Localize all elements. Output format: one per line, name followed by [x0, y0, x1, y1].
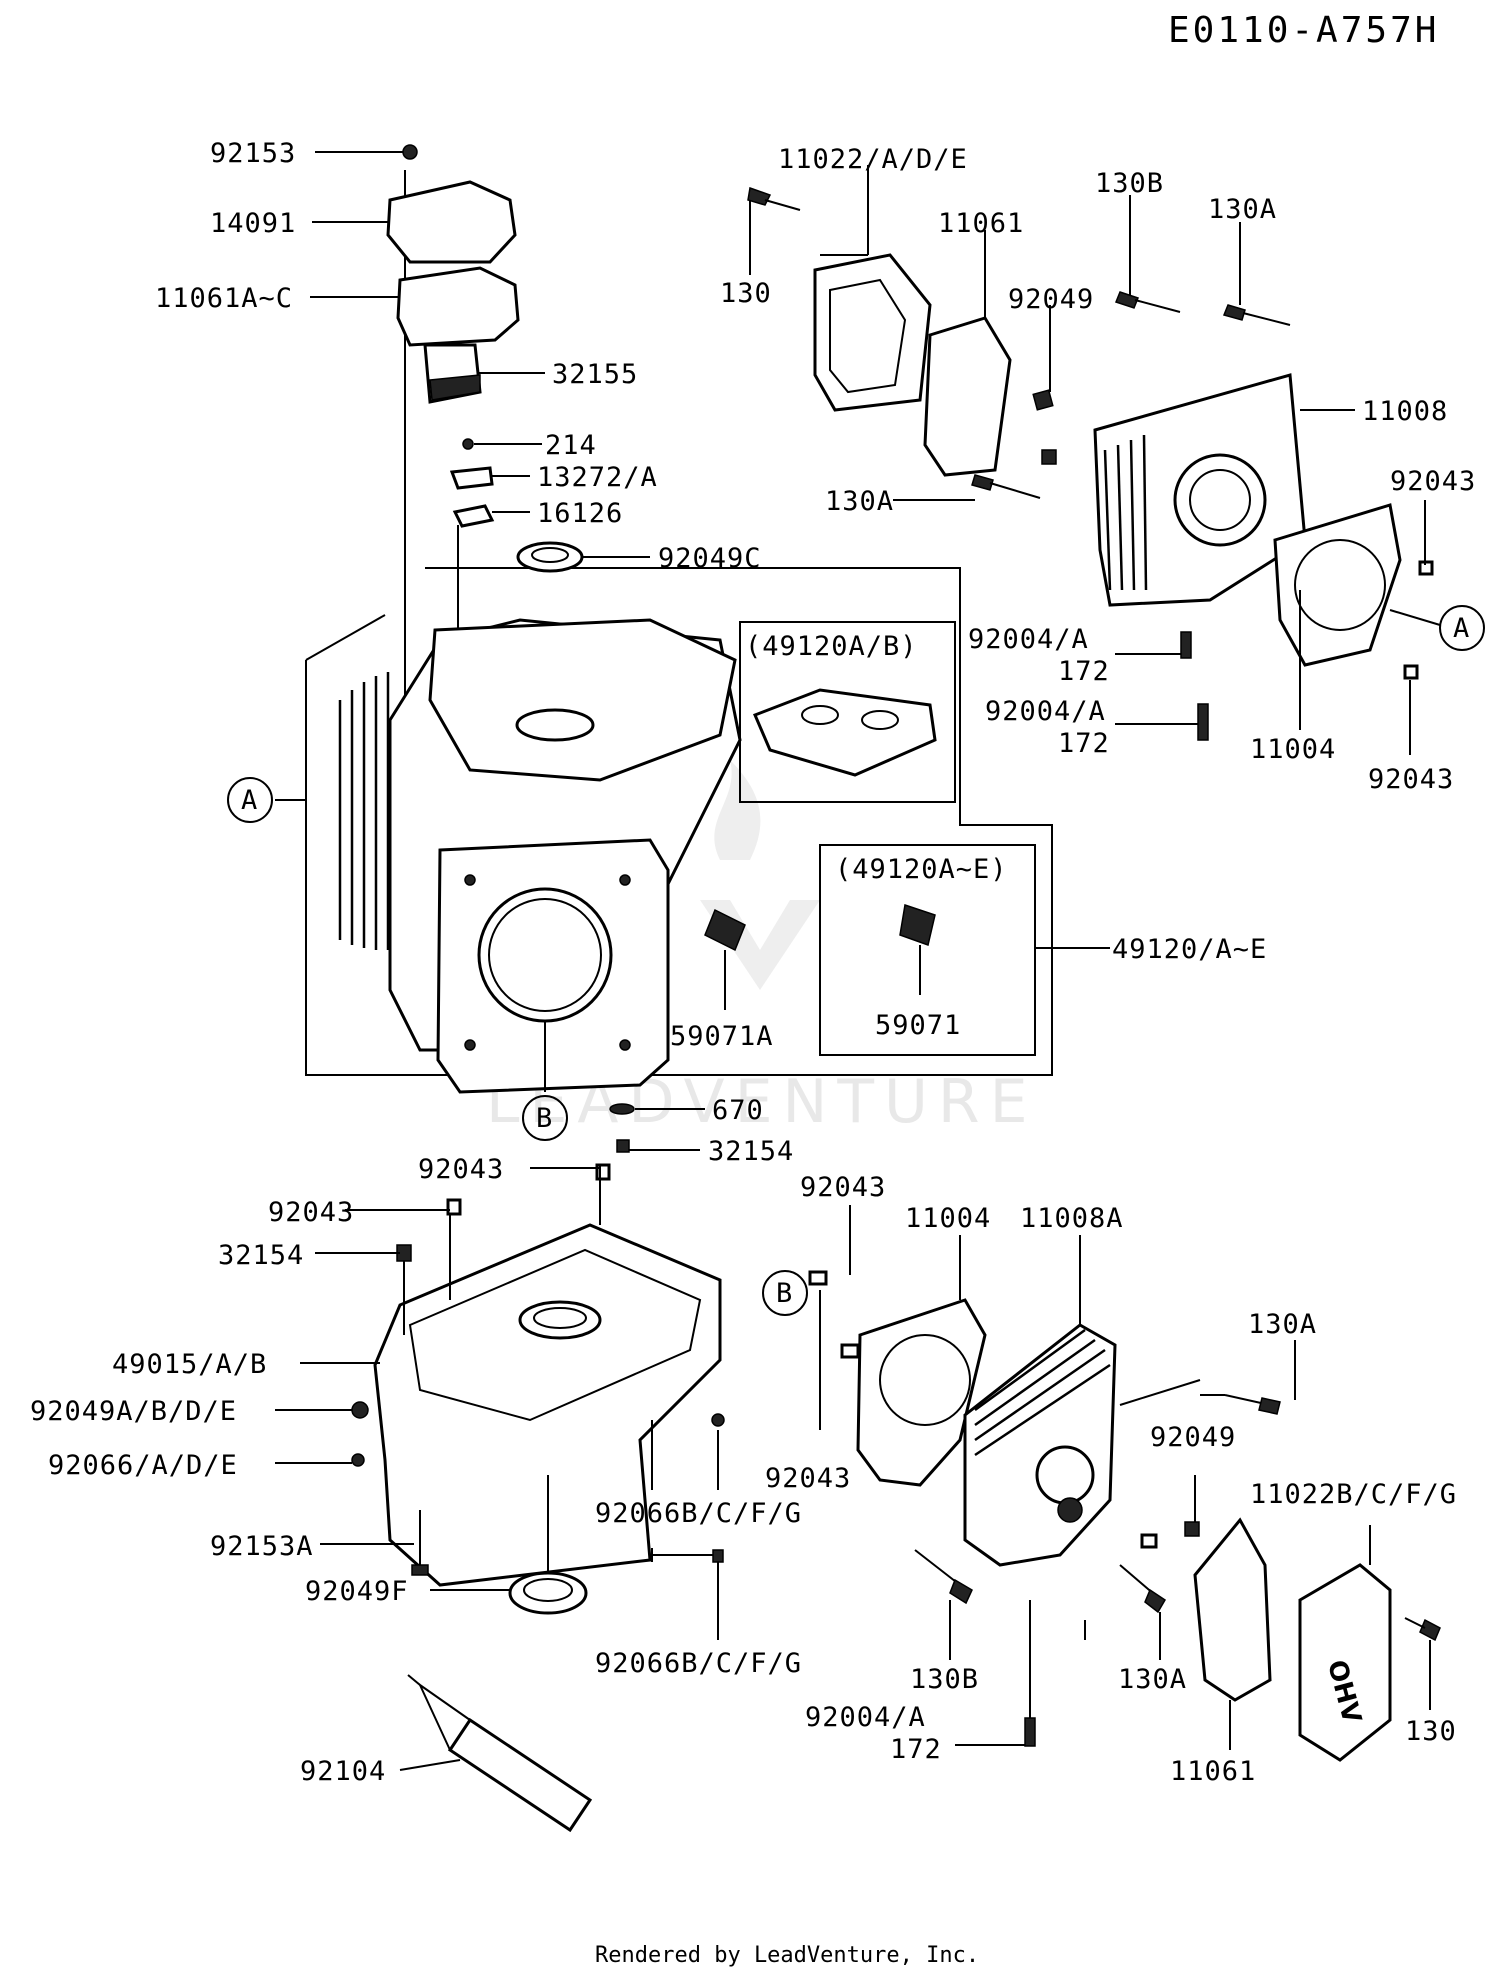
label-92043-d: 92043	[765, 1463, 851, 1494]
gasket-11061-lower	[1193, 1517, 1272, 1702]
leaders-upper-left	[275, 151, 1110, 1110]
label-11004-bottom: 11004	[905, 1203, 991, 1234]
label-130b-bottom: 130B	[910, 1664, 979, 1695]
label-92049c: 92049C	[658, 543, 762, 574]
gasket-11061a-c	[396, 266, 520, 347]
head-fins	[1103, 434, 1148, 591]
label-11061-top: 11061	[938, 208, 1024, 239]
label-130a-bottom-1: 130A	[1248, 1309, 1317, 1340]
label-59071a: 59071A	[670, 1021, 774, 1052]
box-49120a-b	[739, 621, 956, 803]
label-16126: 16126	[537, 498, 623, 529]
label-13272-a: 13272/A	[537, 462, 658, 493]
gasket-11061	[923, 316, 1012, 477]
rocker-cover-11022b	[1298, 1563, 1392, 1762]
label-92066b-c-f-g-2: 92066B/C/F/G	[595, 1648, 802, 1679]
label-172-3: 172	[890, 1734, 942, 1765]
callout-a-right: A	[1439, 605, 1485, 651]
label-92004-1: 92004/A	[968, 624, 1089, 655]
label-130a-top: 130A	[1208, 194, 1277, 225]
cover-plate-14091	[386, 180, 517, 264]
label-92049f: 92049F	[305, 1576, 409, 1607]
label-11004-top: 11004	[1250, 734, 1336, 765]
label-92004-2: 92004/A	[985, 696, 1106, 727]
label-14091: 14091	[210, 208, 296, 239]
leaders-lower-left	[275, 1149, 719, 1771]
label-32154-top: 32154	[708, 1136, 794, 1167]
label-92004-3: 92004/A	[805, 1702, 926, 1733]
label-92043-r2: 92043	[1368, 764, 1454, 795]
label-92049a-b-d-e: 92049A/B/D/E	[30, 1396, 237, 1427]
diagram-id: E0110-A757H	[1168, 10, 1439, 51]
label-92153: 92153	[210, 138, 296, 169]
label-59071: 59071	[875, 1010, 961, 1041]
label-214: 214	[545, 430, 597, 461]
label-11008: 11008	[1362, 396, 1448, 427]
label-92049-bottom: 92049	[1150, 1422, 1236, 1453]
label-32155: 32155	[552, 359, 638, 390]
cylinder-fins	[338, 672, 390, 950]
label-92043-r1: 92043	[1390, 466, 1476, 497]
svg-text:A: A	[241, 785, 258, 816]
crankcase-lower-assembly	[351, 1139, 725, 1833]
label-130b-top: 130B	[1095, 168, 1164, 199]
box-49120a-e	[819, 844, 1036, 1056]
label-130-bottom: 130	[1405, 1716, 1457, 1747]
label-172-2: 172	[1058, 728, 1110, 759]
o-ring-670	[609, 1103, 635, 1115]
box-49120a-b-title: (49120A/B)	[745, 631, 918, 662]
label-92043-a: 92043	[418, 1154, 504, 1185]
svg-text:B: B	[536, 1103, 553, 1134]
svg-text:A: A	[1453, 613, 1470, 644]
crankcase-49015	[373, 1223, 722, 1587]
callout-a-left: A	[227, 777, 273, 823]
label-11022: 11022/A/D/E	[778, 144, 968, 175]
head-gasket-11004-lower	[856, 1298, 987, 1487]
cylinder-head-lower-assembly: OHV	[808, 1270, 1441, 1762]
label-92066-a-d-e: 92066/A/D/E	[48, 1450, 238, 1481]
label-49120-a-e: 49120/A~E	[1112, 934, 1267, 965]
label-130a-mid: 130A	[825, 486, 894, 517]
label-11008a: 11008A	[1020, 1203, 1124, 1234]
callout-b-upper: B	[522, 1095, 568, 1141]
label-11022b-c-f-g: 11022B/C/F/G	[1250, 1479, 1457, 1510]
stud-59071a	[704, 908, 746, 952]
label-32154-left: 32154	[218, 1240, 304, 1271]
label-92066b-c-f-g-1: 92066B/C/F/G	[595, 1498, 802, 1529]
bracket-49120a-b	[753, 688, 937, 777]
leaders-lower-right	[819, 1205, 1431, 1750]
label-670: 670	[712, 1095, 764, 1126]
sealant-tube-92104	[447, 1717, 593, 1833]
label-92043-c: 92043	[800, 1172, 886, 1203]
head-fins-lower	[974, 1328, 1111, 1457]
label-92104: 92104	[300, 1756, 386, 1787]
label-49015: 49015/A/B	[112, 1349, 267, 1380]
label-92043-b: 92043	[268, 1197, 354, 1228]
cylinder-head-11008a	[963, 1323, 1117, 1567]
bolt-92153	[402, 144, 418, 160]
label-11061a-c: 11061A~C	[155, 283, 293, 314]
label-11061-bottom: 11061	[1170, 1756, 1256, 1787]
box-49120a-e-title: (49120A~E)	[835, 854, 1008, 885]
oil-seal-92049c	[516, 541, 584, 573]
head-gasket-11004	[1273, 503, 1402, 667]
label-172-1: 172	[1058, 656, 1110, 687]
label-92049-top: 92049	[1008, 284, 1094, 315]
stud-59071	[899, 904, 936, 946]
cylinder-head-upper-assembly	[747, 186, 1434, 741]
footer-credit: Rendered by LeadVenture, Inc.	[595, 1943, 979, 1968]
callout-b-lower: B	[762, 1270, 808, 1316]
label-92153a: 92153A	[210, 1531, 314, 1562]
leaders-upper-right	[749, 165, 1441, 755]
rocker-cover-11022	[813, 253, 932, 412]
crankcase-upper-assembly: (49120A/B) (49120A~E) 59071	[305, 144, 1053, 1115]
label-130a-bottom-2: 130A	[1118, 1664, 1187, 1695]
label-130-top: 130	[720, 278, 772, 309]
svg-text:B: B	[776, 1278, 793, 1309]
